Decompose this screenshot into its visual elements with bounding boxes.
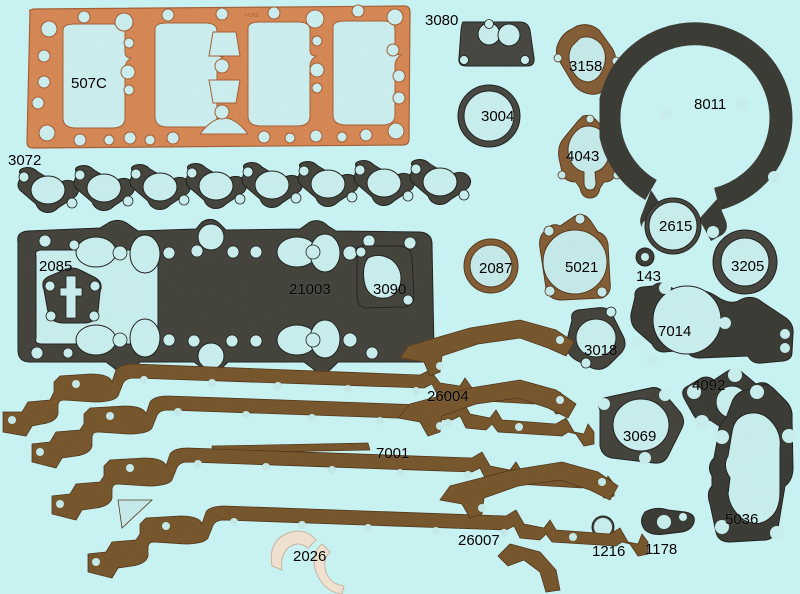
part-3069-triangular-flange-gasket — [598, 387, 685, 464]
part-507C-cylinder-head-gasket: FORD — [26, 4, 411, 149]
part-26007-oil-pan-gasket-set — [51, 379, 649, 593]
part-2085-valve-cover-plate-gasket — [42, 267, 102, 324]
part-7014-timing-cover-gasket — [630, 282, 794, 366]
part-3158-water-outlet-gasket — [553, 24, 621, 95]
part-1216-small-ring-gasket — [591, 515, 615, 539]
part-2087-ring-gasket — [463, 238, 519, 294]
part-3018-thermostat-housing-gasket — [565, 306, 626, 370]
svg-text:FORD: FORD — [245, 13, 260, 19]
part-2026-rear-main-seal-rope-halves — [270, 530, 345, 594]
part-3004-ring-gasket — [457, 84, 521, 148]
part-5036-timing-gear-cover-gasket — [707, 384, 796, 543]
part-1178-oval-two-hole-gasket — [641, 507, 695, 535]
part-2615-ring-gasket — [644, 197, 702, 255]
part-3080-carburetor-base-gasket — [458, 19, 535, 67]
part-3072-manifold-port-gaskets — [17, 159, 472, 213]
part-3205-ring-gasket — [712, 229, 778, 295]
part-3090-port-gasket — [355, 245, 415, 309]
part-5021-water-pump-gasket — [539, 213, 611, 301]
part-143-small-washer-gasket — [635, 247, 655, 267]
